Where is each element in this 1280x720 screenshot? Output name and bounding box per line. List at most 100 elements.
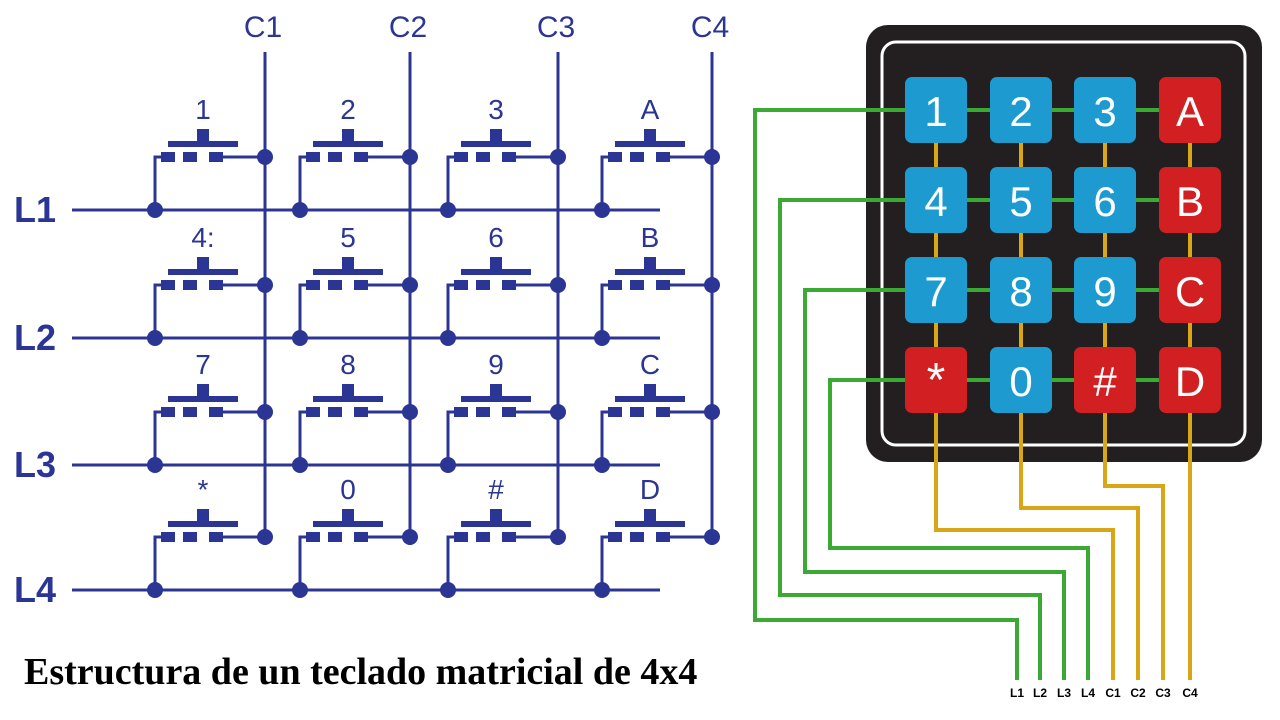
switch-lead-left — [298, 535, 306, 590]
switch-plunger — [342, 509, 354, 523]
switch-contact — [209, 152, 223, 162]
keypad-key — [1074, 77, 1136, 143]
pin-label: L4 — [1081, 686, 1095, 700]
column-label: C4 — [691, 11, 729, 44]
switch-contact — [306, 280, 320, 290]
row-wire — [778, 198, 1042, 680]
pin-label: C4 — [1182, 686, 1198, 700]
switch-contact — [476, 152, 490, 162]
keypad-key-label: # — [1093, 358, 1117, 405]
column-junction-dot — [257, 277, 273, 293]
row-label: L1 — [14, 189, 56, 230]
switch-actuator — [615, 269, 685, 275]
switch-contact — [354, 407, 368, 417]
row-junction-dot — [594, 330, 610, 346]
keypad-key-label: * — [927, 354, 946, 407]
switch-key-label: # — [488, 474, 504, 505]
keypad-key-label: 5 — [1009, 178, 1032, 225]
switch-actuator — [168, 269, 238, 275]
column-junction-dot — [550, 529, 566, 545]
row-label: L2 — [14, 317, 56, 358]
switch-plunger — [490, 129, 502, 143]
switch-actuator — [461, 269, 531, 275]
column-junction-dot — [550, 277, 566, 293]
keypad-key-label: 6 — [1093, 178, 1116, 225]
switch-plunger — [644, 257, 656, 271]
keypad-key — [1159, 167, 1221, 233]
switch-contact — [183, 280, 197, 290]
keypad-key-label: 8 — [1009, 268, 1032, 315]
switch-lead-left — [298, 410, 306, 465]
switch-contact — [608, 152, 622, 162]
row-label: L3 — [14, 444, 56, 485]
row-wire — [753, 108, 1019, 680]
keypad-key — [1159, 347, 1221, 413]
row-junction-dot — [594, 202, 610, 218]
switch-contact — [656, 152, 670, 162]
switch-lead-left — [153, 535, 161, 590]
row-junction-dot — [147, 202, 163, 218]
keypad-key-label: A — [1176, 88, 1204, 135]
switch-contact — [161, 280, 175, 290]
keypad-key — [990, 77, 1052, 143]
column-junction-dot — [257, 149, 273, 165]
row-junction-dot — [292, 330, 308, 346]
switch-actuator — [313, 521, 383, 527]
pin-label: C3 — [1155, 686, 1171, 700]
switch-actuator — [313, 396, 383, 402]
switch-key-label: 6 — [488, 222, 504, 253]
switch-plunger — [644, 509, 656, 523]
keypad-bezel — [880, 40, 1247, 447]
switch-plunger — [490, 384, 502, 398]
switch-contact — [183, 407, 197, 417]
column-junction-dot — [257, 404, 273, 420]
column-wire — [1019, 412, 1140, 680]
switch-key-label: 0 — [340, 474, 356, 505]
switch-contact — [630, 280, 644, 290]
column-junction-dot — [550, 404, 566, 420]
switch-lead-left — [600, 535, 608, 590]
switch-contact — [502, 407, 516, 417]
row-junction-dot — [292, 457, 308, 473]
keypad-key — [990, 257, 1052, 323]
column-junction-dot — [402, 277, 418, 293]
switch-lead-left — [600, 283, 608, 338]
switch-contact — [608, 280, 622, 290]
keypad-key-label: 7 — [924, 268, 947, 315]
switch-lead-left — [446, 410, 454, 465]
keypad-key-label: 3 — [1093, 88, 1116, 135]
switch-contact — [656, 407, 670, 417]
switch-key-label: C — [640, 349, 660, 380]
switch-contact — [161, 532, 175, 542]
switch-contact — [209, 532, 223, 542]
switch-contact — [608, 532, 622, 542]
switch-actuator — [168, 396, 238, 402]
switch-plunger — [342, 384, 354, 398]
switch-contact — [630, 152, 644, 162]
switch-contact — [306, 407, 320, 417]
row-junction-dot — [594, 582, 610, 598]
switch-contact — [183, 152, 197, 162]
switch-key-label: 5 — [340, 222, 356, 253]
row-junction-dot — [292, 582, 308, 598]
pin-label: C2 — [1130, 686, 1146, 700]
keypad-key — [905, 167, 967, 233]
row-junction-dot — [147, 457, 163, 473]
row-wire — [803, 288, 1066, 680]
switch-contact — [328, 152, 342, 162]
row-junction-dot — [147, 582, 163, 598]
switch-contact — [306, 152, 320, 162]
switch-actuator — [313, 141, 383, 147]
switch-lead-left — [446, 535, 454, 590]
keypad-key — [1074, 257, 1136, 323]
switch-contact — [354, 152, 368, 162]
switch-contact — [354, 280, 368, 290]
switch-lead-left — [153, 410, 161, 465]
keypad-key — [1159, 257, 1221, 323]
switch-key-label: 4: — [191, 222, 214, 253]
row-junction-dot — [440, 202, 456, 218]
column-junction-dot — [257, 529, 273, 545]
row-junction-dot — [440, 582, 456, 598]
switch-lead-left — [600, 155, 608, 210]
